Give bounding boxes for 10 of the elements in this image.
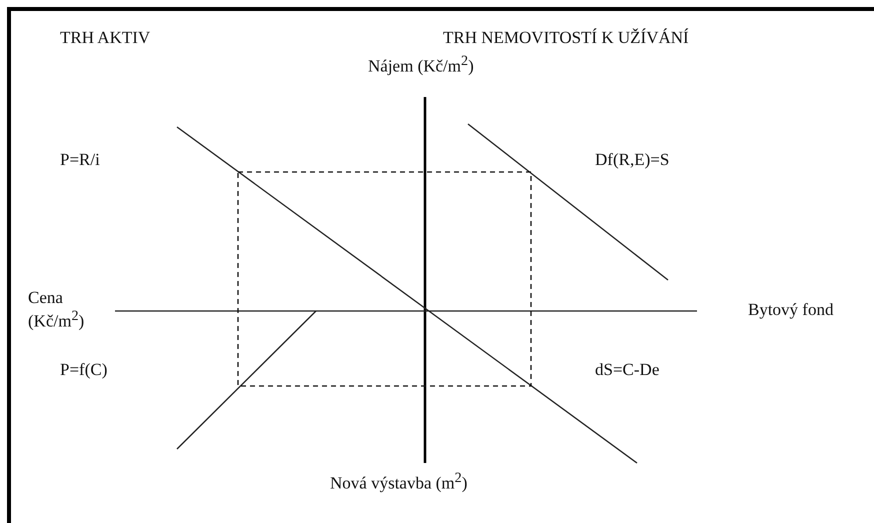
axis-label: Nová výstavba (m$^{2}$) [330,470,468,494]
equation-label: P=f(C) [60,360,108,380]
axis-label: Cena (Kč/m$^{2}$) [28,288,86,332]
axis-label: Nájem (Kč/m$^{2}$) [368,53,474,78]
axis-label: Bytový fond [748,300,834,320]
equation-label: dS=C-De [595,360,660,380]
equation-label: P=R/i [60,150,100,170]
quadrant-title: TRH AKTIV [60,28,150,48]
quadrant-title: TRH NEMOVITOSTÍ K UŽÍVÁNÍ [443,28,689,48]
equation-label: Df(R,E)=S [595,150,670,170]
